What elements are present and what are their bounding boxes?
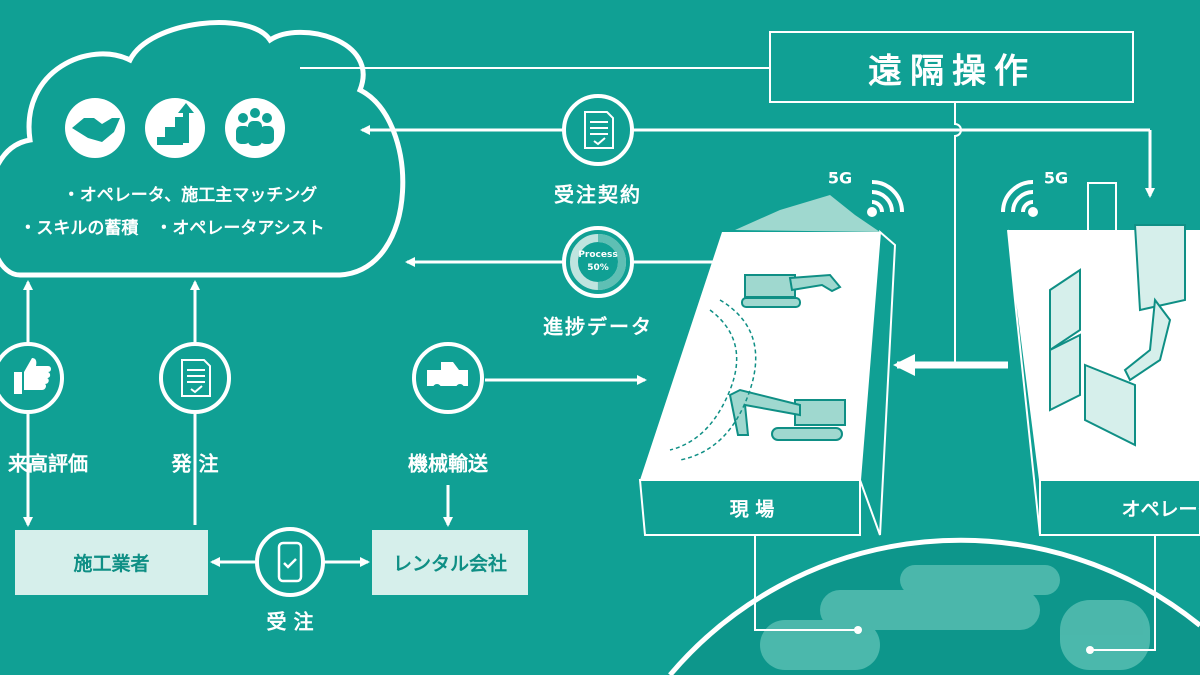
site-globe-link	[754, 535, 858, 631]
wifi-icon	[867, 180, 904, 217]
progress-label: 進捗データ	[543, 314, 653, 339]
contractor-box: 施工業者	[15, 530, 208, 595]
site-globe-dot	[854, 626, 862, 634]
cloud-line-1: ・オペレータ、施工主マッチング	[62, 185, 318, 206]
operator-illustration	[1007, 182, 1200, 536]
remote-link-line	[954, 102, 962, 365]
order-document-icon	[159, 342, 231, 414]
document-check-icon	[562, 94, 634, 166]
order-label: 発 注	[171, 451, 219, 476]
globe	[668, 537, 1200, 675]
cloud-line-2: ・スキルの蓄積 ・オペレータアシスト	[19, 218, 325, 239]
rental-company-box: レンタル会社	[372, 530, 528, 595]
receive-label: 受 注	[266, 609, 314, 634]
operator-label: オペレータ	[1121, 498, 1200, 521]
operator-globe-dot	[1086, 646, 1094, 654]
remote-operation-title: 遠隔操作	[868, 51, 1036, 92]
site-label: 現 場	[729, 498, 775, 521]
operator-5g-label: 5G	[1043, 168, 1069, 188]
smartphone-check-icon	[255, 527, 325, 597]
transport-label: 機械輸送	[408, 451, 488, 476]
site-5g-label: 5G	[827, 168, 853, 188]
progress-ring-text: Process	[578, 250, 618, 260]
progress-percent: 50%	[587, 263, 609, 273]
progress-ring-fill	[570, 234, 626, 290]
operator-globe-link	[1090, 535, 1156, 651]
wifi-icon-operator	[1001, 180, 1038, 217]
remote-operation-box	[769, 31, 1134, 103]
site-illustration	[638, 195, 897, 536]
evaluation-label: 来高評価	[8, 451, 88, 476]
contract-label: 受注契約	[554, 182, 642, 207]
cloud-shape	[0, 20, 406, 278]
